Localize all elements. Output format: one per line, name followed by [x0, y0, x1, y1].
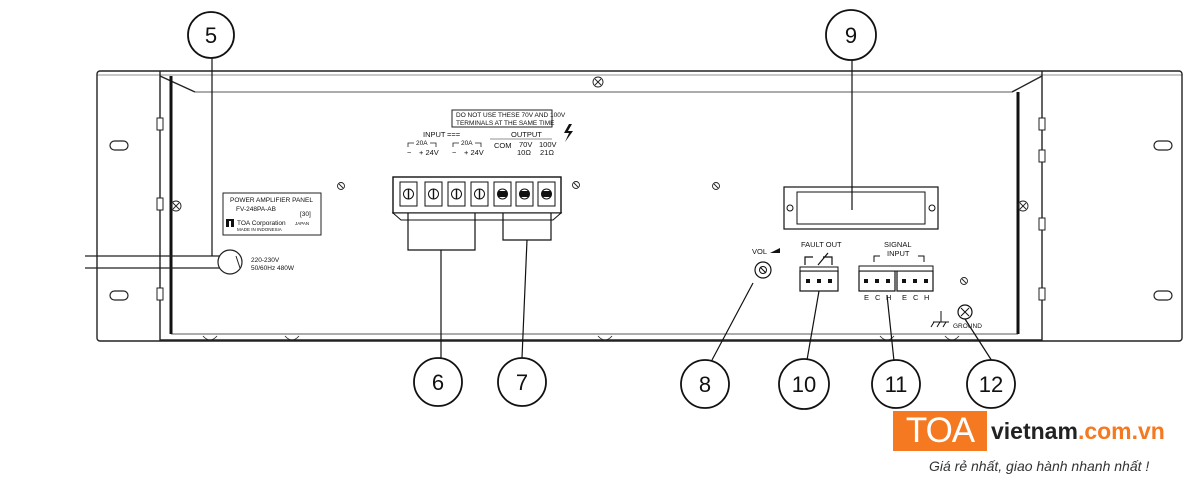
- screw-icon: [592, 76, 604, 88]
- output-com-label: COM: [494, 141, 512, 150]
- nameplate: POWER AMPLIFIER PANEL FV-248PA-AB [30] T…: [222, 192, 322, 236]
- input-label: INPUT: [423, 130, 446, 139]
- signal-pin-label: H: [924, 293, 929, 302]
- callout-10: 10: [778, 358, 830, 410]
- fuse2-label: 20A: [461, 140, 473, 147]
- screw-icon: [170, 200, 182, 212]
- callout-leader-lines: [211, 56, 993, 362]
- output-label: OUTPUT: [511, 130, 542, 139]
- signal-input-label1: SIGNAL: [884, 240, 912, 249]
- dc-symbol: ===: [447, 130, 461, 139]
- svg-text:12: 12: [979, 372, 1003, 397]
- input-plus1: + 24V: [419, 148, 439, 157]
- fuse1-bracket: [407, 142, 437, 147]
- screw-icon: [337, 182, 345, 190]
- svg-text:5: 5: [205, 23, 217, 48]
- warning-line1: DO NOT USE THESE 70V AND 100V: [456, 112, 566, 119]
- screw-icon: [572, 181, 580, 189]
- svg-text:7: 7: [516, 370, 528, 395]
- nameplate-country: JAPAN: [295, 221, 309, 226]
- ground-label: GROUND: [953, 323, 982, 330]
- ground-terminal-screw[interactable]: [957, 304, 973, 320]
- vol-label: VOL: [752, 247, 767, 256]
- callout-8: 8: [680, 359, 730, 409]
- fault-out-connector[interactable]: [799, 266, 839, 292]
- nameplate-badge: [30]: [300, 211, 311, 218]
- power-rating-line1: 220-230V: [251, 257, 280, 264]
- screw-icon: [712, 182, 720, 190]
- signal-pin-label: C: [875, 293, 881, 302]
- rack-ear-slots: [109, 140, 1173, 301]
- nameplate-model: FV-248PA-AB: [236, 206, 276, 213]
- brand-slogan: Giá rẻ nhất, giao hành nhanh nhất !: [929, 458, 1150, 474]
- speaker-terminal-block: [391, 176, 563, 221]
- fuse2-bracket: [452, 142, 482, 147]
- power-rating-line2: 50/60Hz 480W: [251, 265, 295, 272]
- input-minus1: −: [407, 148, 412, 157]
- signal-input-connector[interactable]: [858, 265, 934, 292]
- callout-6: 6: [413, 357, 463, 407]
- brand-logo-box: TOA: [893, 411, 987, 451]
- brand-domain-name: vietnam: [991, 418, 1078, 444]
- nameplate-maker: TOA Corporation: [237, 220, 286, 227]
- signal-pin-label: H: [886, 293, 891, 302]
- signal-input-bracket: [873, 255, 925, 262]
- volume-knob[interactable]: [754, 261, 772, 279]
- output-100v-label: 100V: [539, 140, 557, 149]
- brand-domain: vietnam.com.vn: [991, 418, 1165, 445]
- nameplate-title: POWER AMPLIFIER PANEL: [230, 197, 313, 204]
- signal-pin-label: C: [913, 293, 919, 302]
- warning-line2: TERMINALS AT THE SAME TIME: [456, 120, 555, 127]
- warning-box: [451, 109, 553, 128]
- output-100v-ohm: 21Ω: [540, 148, 554, 157]
- output-70v-ohm: 10Ω: [517, 148, 531, 157]
- high-voltage-icon: [564, 124, 573, 142]
- vol-ramp-icon: [770, 248, 780, 253]
- svg-text:8: 8: [699, 372, 711, 397]
- callout-11: 11: [871, 359, 921, 409]
- option-card-slot: [783, 186, 939, 230]
- callout-12: 12: [966, 359, 1016, 409]
- toa-logo-icon: [226, 219, 234, 227]
- input-plus2: + 24V: [464, 148, 484, 157]
- input-minus2: −: [452, 148, 457, 157]
- ground-icon: [930, 311, 949, 328]
- signal-pin-label: E: [864, 293, 869, 302]
- svg-text:6: 6: [432, 370, 444, 395]
- signal-input-label2: INPUT: [887, 249, 910, 258]
- nameplate-made-in: MADE IN INDONESIA: [237, 227, 282, 232]
- callout-9: 9: [825, 9, 877, 61]
- output-70v-label: 70V: [519, 140, 532, 149]
- side-rail-pegs: [156, 117, 1046, 301]
- power-cord: [85, 249, 243, 275]
- svg-text:10: 10: [792, 372, 816, 397]
- screw-icon: [1017, 200, 1029, 212]
- svg-text:9: 9: [845, 23, 857, 48]
- signal-pin-label: E: [902, 293, 907, 302]
- callout-7: 7: [497, 357, 547, 407]
- screw-icon: [960, 277, 968, 285]
- relay-contact-icon: [804, 252, 833, 266]
- brand-domain-tld: .com.vn: [1077, 418, 1165, 444]
- fault-out-label: FAULT OUT: [801, 240, 842, 249]
- svg-text:11: 11: [885, 372, 908, 397]
- bottom-feet: [202, 335, 960, 341]
- fuse1-label: 20A: [416, 140, 428, 147]
- panel-screws: [170, 76, 1029, 285]
- callout-5: 5: [187, 11, 235, 59]
